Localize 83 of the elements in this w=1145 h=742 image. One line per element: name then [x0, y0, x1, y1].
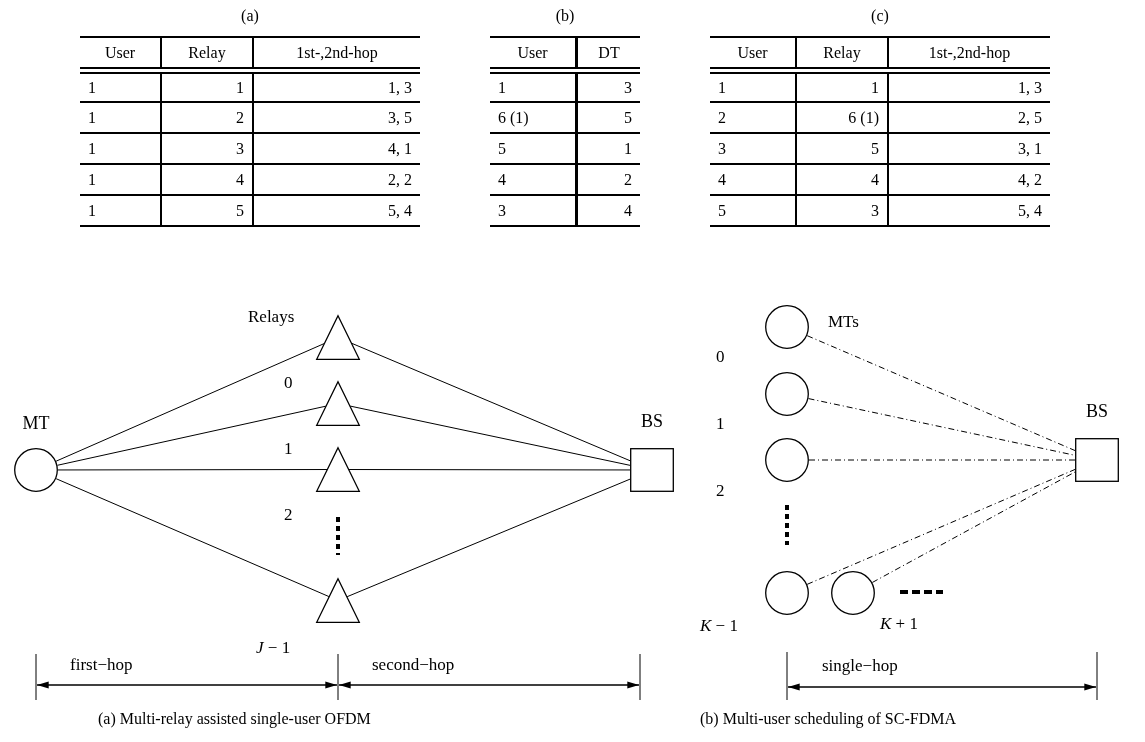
dimension-label: second−hop — [372, 654, 455, 676]
table-title: (c) — [870, 6, 890, 26]
link-line — [349, 405, 631, 466]
link-line — [808, 459, 1076, 461]
table-cell: 1 — [710, 72, 795, 103]
node-label: BS — [640, 410, 664, 432]
table-cell: 5, 4 — [252, 196, 420, 227]
table-cell: 4, 2 — [887, 165, 1050, 196]
link-line — [55, 478, 330, 598]
dimension-label: single−hop — [822, 655, 898, 677]
table-cell: 3, 5 — [252, 103, 420, 134]
table-cell: 3 — [710, 134, 795, 165]
table-cell: 5 — [160, 196, 252, 227]
figure-caption: (b) Multi-user scheduling of SC-FDMA — [700, 709, 956, 730]
table-cell: 4 — [490, 165, 575, 196]
table-cell: 2, 2 — [252, 165, 420, 196]
column-header: User — [490, 38, 575, 69]
index-label: 2 — [284, 504, 293, 526]
table-cell: 2 — [160, 103, 252, 134]
table-cell: 5 — [490, 134, 575, 165]
link-line — [351, 342, 631, 462]
table-cell: 1 — [160, 72, 252, 103]
table-cell: 4 — [710, 165, 795, 196]
table-cell: 2 — [575, 165, 640, 196]
link-line — [348, 469, 631, 471]
index-label: 1 — [716, 413, 725, 435]
index-label: 0 — [716, 346, 725, 368]
column-header: User — [80, 38, 160, 69]
table-title: (b) — [554, 6, 576, 26]
index-label: 2 — [716, 480, 725, 502]
column-header: DT — [575, 38, 640, 69]
index-label: 0 — [284, 372, 293, 394]
table-cell: 3 — [575, 72, 640, 103]
table-cell: 5 — [795, 134, 887, 165]
node-label: BS — [1085, 400, 1109, 422]
column-header: User — [710, 38, 795, 69]
link-line — [55, 343, 325, 462]
table-cell: 4 — [160, 165, 252, 196]
link-line — [57, 405, 327, 466]
index-label: K − 1 — [700, 615, 738, 637]
table-cell: 2, 5 — [887, 103, 1050, 134]
table-cell: 6 (1) — [795, 103, 887, 134]
dimension-label: first−hop — [70, 654, 133, 676]
table-cell: 3, 1 — [887, 134, 1050, 165]
link-line — [57, 469, 328, 471]
link-line — [871, 471, 1076, 583]
table-cell: 2 — [710, 103, 795, 134]
table-cell: 1, 3 — [887, 72, 1050, 103]
link-line — [346, 478, 631, 598]
column-header: 1st-,2nd-hop — [887, 38, 1050, 69]
column-header: 1st-,2nd-hop — [252, 38, 420, 69]
table-cell: 4, 1 — [252, 134, 420, 165]
table-cell: 1 — [575, 134, 640, 165]
link-line — [808, 398, 1076, 456]
node-label: MT — [21, 412, 51, 434]
group-label: Relays — [248, 306, 295, 328]
table-cell: 1 — [795, 72, 887, 103]
table-cell: 1, 3 — [252, 72, 420, 103]
table-cell: 1 — [80, 72, 160, 103]
index-label: K + 1 — [880, 613, 918, 635]
table-cell: 4 — [575, 196, 640, 227]
table-title: (a) — [240, 6, 260, 26]
table-cell: 1 — [80, 134, 160, 165]
index-label: J − 1 — [256, 637, 291, 659]
table-cell: 3 — [795, 196, 887, 227]
table-cell: 5 — [575, 103, 640, 134]
table-cell: 1 — [80, 165, 160, 196]
table-cell: 6 (1) — [490, 103, 575, 134]
table-cell: 1 — [80, 196, 160, 227]
column-header: Relay — [160, 38, 252, 69]
column-header: Relay — [795, 38, 887, 69]
table-cell: 5 — [710, 196, 795, 227]
table-cell: 4 — [795, 165, 887, 196]
figure-caption: (a) Multi-relay assisted single-user OFDM — [98, 709, 371, 730]
table-cell: 3 — [490, 196, 575, 227]
link-line — [806, 335, 1076, 452]
index-label: 1 — [284, 438, 293, 460]
link-line — [806, 468, 1076, 585]
table-cell: 3 — [160, 134, 252, 165]
group-label: MTs — [828, 311, 859, 333]
table-cell: 5, 4 — [887, 196, 1050, 227]
table-cell: 1 — [490, 72, 575, 103]
table-cell: 1 — [80, 103, 160, 134]
